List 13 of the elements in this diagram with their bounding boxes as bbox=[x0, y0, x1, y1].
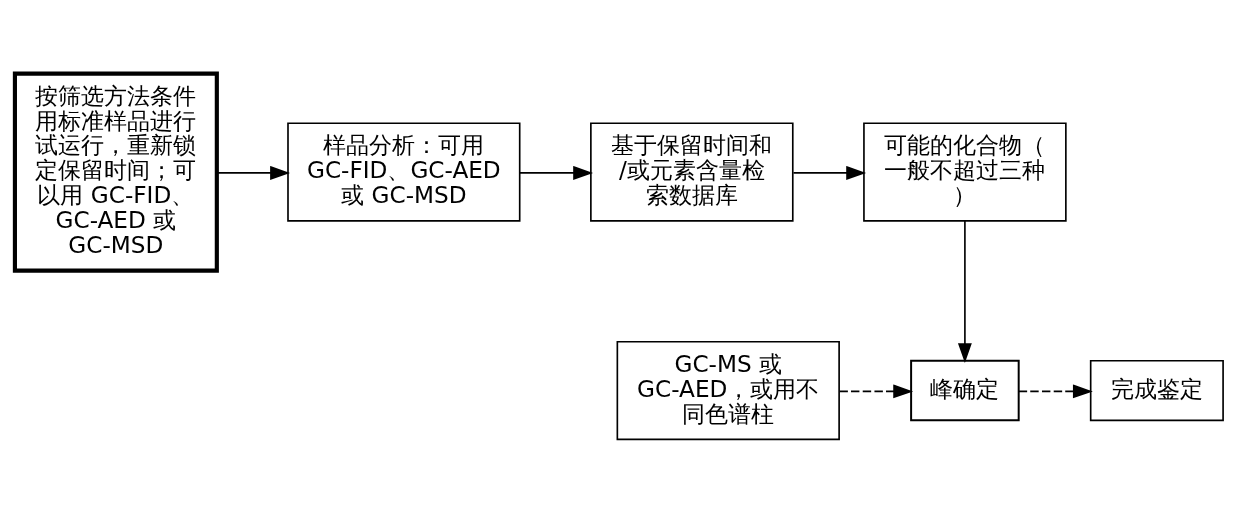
node-box: 样品分析：可用 GC-FID、GC-AED 或 GC-MSD bbox=[287, 122, 521, 222]
arrow bbox=[1018, 384, 1093, 399]
node-box: 完成鉴定 bbox=[1089, 359, 1224, 422]
arrow bbox=[518, 165, 594, 180]
arrow bbox=[216, 165, 290, 180]
arrow bbox=[838, 384, 914, 399]
arrow bbox=[957, 220, 972, 364]
node-box: 基于保留时间和/或元素含量检索数据库 bbox=[590, 122, 794, 222]
node-box: 峰确定 bbox=[910, 359, 1020, 422]
node-box: 可能的化合物（一般不超过三种） bbox=[863, 122, 1067, 222]
arrow bbox=[792, 165, 867, 180]
node-box: GC-MS 或 GC-AED，或用不同色谱柱 bbox=[616, 340, 840, 441]
node-box: 按筛选方法条件用标准样品进行试运行，重新锁定保留时间；可以用 GC-FID、GC-AED 或 GC-MSD bbox=[12, 71, 219, 273]
